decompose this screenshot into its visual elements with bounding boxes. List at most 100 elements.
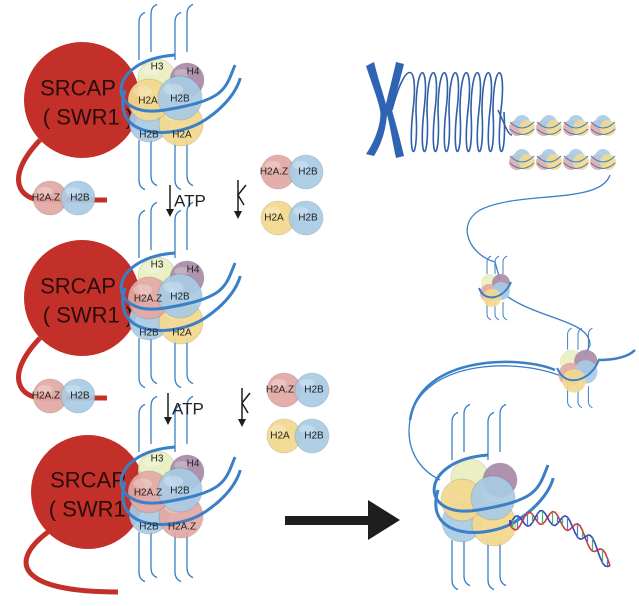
stage-1: SRCAP( SWR1 ) [16, 3, 242, 216]
dimer-histone-label: H2B [304, 431, 324, 442]
histone-h3-highlight [142, 263, 160, 274]
histone-tail [502, 255, 508, 274]
histone-front-left-label: H2A [138, 96, 158, 107]
dimer-histone-highlight [65, 186, 81, 196]
histone-h4-label: H4 [187, 67, 200, 78]
histone-front-left-label: H2A.Z [134, 294, 162, 305]
histone-h3-label: H3 [151, 454, 164, 465]
mini-nucleosome [556, 327, 600, 409]
histone-tail [487, 411, 495, 460]
nucleosome [119, 3, 242, 191]
chromatin-organization-panel [366, 62, 636, 591]
dimer-histone-label: H2B [304, 385, 324, 396]
array-dna [509, 121, 535, 135]
histone-tail [186, 3, 194, 52]
histone-h4-highlight [174, 460, 190, 470]
histone-tail [186, 532, 194, 579]
dimer-histone-highlight [293, 206, 309, 216]
histone-tail [486, 255, 492, 274]
dimer-histone-highlight [37, 384, 53, 394]
histone-bottom-left-label: H2B [139, 328, 159, 339]
histone-tail [138, 338, 146, 389]
histone-tail [174, 209, 182, 258]
chromosome-icon [366, 62, 404, 158]
histone-tail [499, 403, 507, 452]
histone-tail [451, 540, 459, 591]
arrow-head-icon [238, 419, 246, 427]
histone-tail [138, 209, 146, 258]
array-dna [536, 155, 562, 169]
histone-tail [186, 395, 194, 444]
histone-tail [494, 302, 500, 321]
dimer-histone-label: H2A.Z [260, 167, 288, 178]
step-1: ATP [166, 154, 324, 236]
dimer-histone-highlight [37, 186, 53, 196]
arrow-head-icon [368, 500, 400, 540]
atp-label: ATP [172, 400, 204, 419]
dimer-histone-highlight [299, 378, 315, 388]
dimer-histone-shape [294, 372, 330, 408]
histone-tail [186, 140, 194, 187]
array-dna [509, 155, 535, 169]
dna-helix-strand [509, 509, 611, 568]
histone-tail [186, 201, 194, 250]
array-dna [536, 121, 562, 135]
histone-tail [150, 3, 158, 52]
histone-h3-label: H3 [151, 260, 164, 271]
srcap-tether [23, 530, 119, 595]
dna-helix-strand [509, 510, 611, 566]
histone-tail [150, 532, 158, 579]
dna-wrap [432, 453, 550, 513]
bound-dimer [32, 180, 96, 216]
dimer-histone-highlight [293, 160, 309, 170]
histone-bottom-right-label: H2A [172, 328, 192, 339]
histone-tail [487, 540, 495, 591]
histone-tail [138, 140, 146, 191]
dna-wrap [121, 275, 242, 332]
srcap-complex [24, 240, 140, 356]
dna-wrap [556, 359, 600, 382]
histone-front-left-highlight [133, 284, 153, 295]
histone-front-right-label: H2B [170, 94, 190, 105]
arrow-head-icon [234, 211, 242, 219]
histone-front-right-label: H2B [170, 292, 190, 303]
dna-wrap [121, 469, 242, 526]
histone-tail [150, 395, 158, 444]
histone-h4-label: H4 [187, 265, 200, 276]
array-dna [563, 121, 589, 135]
histone-tail [587, 386, 593, 409]
histone-tail [138, 11, 146, 60]
enzyme-name: SRCAP [40, 76, 116, 101]
histone-bottom-right-label: H2A [172, 130, 192, 141]
arrow-shaft [285, 516, 370, 525]
histone-h4-highlight [174, 266, 190, 276]
histone-tail [486, 302, 492, 321]
dna-wrap [478, 281, 512, 299]
free-dimer [266, 372, 330, 408]
histone-tail [577, 386, 583, 409]
dna-wrap [434, 477, 555, 534]
histone-tail [186, 338, 194, 385]
dimer-histone-label: H2B [70, 391, 90, 402]
dimer-histone-shape [60, 378, 96, 414]
histone-h3-highlight [142, 457, 160, 468]
enzyme-name: SRCAP [40, 274, 116, 299]
histone-front-right-highlight [163, 281, 184, 293]
histone-tail [463, 403, 471, 452]
histone-h3-label: H3 [151, 62, 164, 73]
histone-h4-highlight [174, 68, 190, 78]
dimer-histone-highlight [265, 206, 281, 216]
histone-front-right-highlight [163, 83, 184, 95]
dimer-histone-highlight [265, 160, 281, 170]
dimer-histone-shape [288, 154, 324, 190]
dimer-histone-shape [288, 200, 324, 236]
array-dna [590, 121, 616, 135]
dimer-histone-highlight [299, 424, 315, 434]
arrow-head-icon [166, 209, 174, 217]
srcap-complex [31, 435, 145, 549]
free-dimer [260, 154, 324, 190]
linker-dna [408, 360, 556, 421]
nucleosome [119, 395, 242, 583]
dimer-histone-label: H2B [298, 213, 318, 224]
